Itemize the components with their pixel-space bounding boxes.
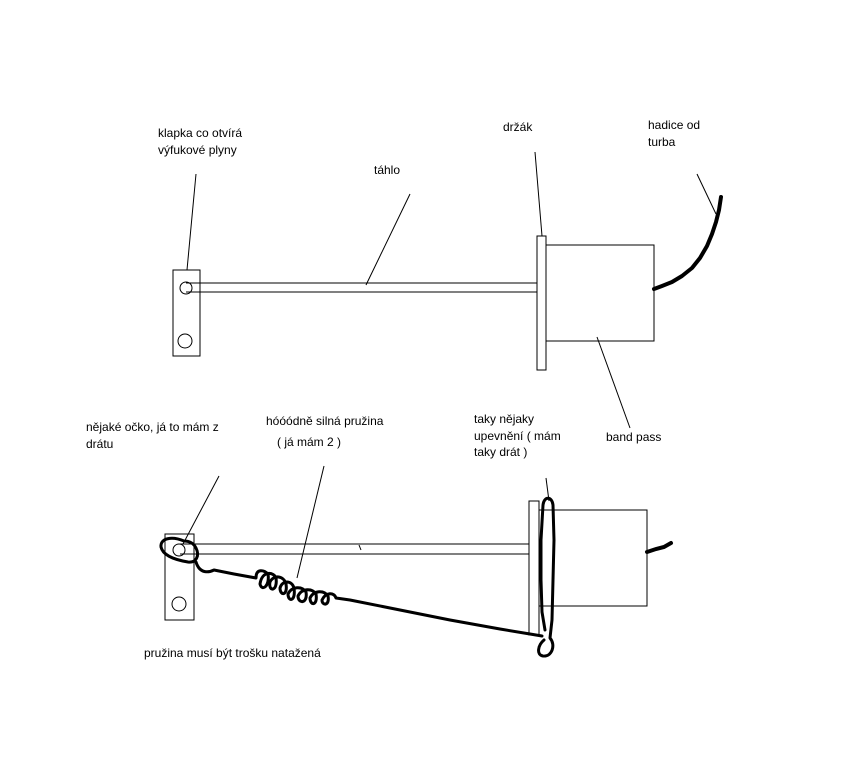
wire-mount [537,496,556,658]
flap-upper-hole [179,281,193,295]
label-eye-line1: nějaké očko, já to mám z [86,420,219,434]
label-holder: držák [503,120,533,134]
spring-wire [194,560,544,638]
top-assembly [172,235,655,371]
wire-eye [159,536,200,564]
turbo-hose [652,195,723,291]
flap-lower-hole-bottom [171,596,187,612]
label-rod: táhlo [374,163,401,177]
actuator-body-bottom [538,509,648,607]
label-flap-line1: klapka co otvírá [158,126,243,140]
holder-bracket [536,235,547,371]
flap-plate [172,269,201,357]
flap-lower-hole [177,333,193,349]
leader-band-pass [596,336,631,429]
label-band-pass: band pass [606,430,662,444]
label-spring-line2: ( já mám 2 ) [277,435,342,449]
leader-flap [186,173,197,271]
label-mount-line2: upevnění ( mám [474,429,561,443]
label-spring-tension: pružina musí být trošku natažená [144,646,321,660]
leader-spring [296,465,325,579]
flap-plate-bottom [164,533,195,621]
flap-upper-hole-bottom [172,543,186,557]
label-mount-line3: taky drát ) [474,445,528,459]
label-eye-line2: drátu [86,437,114,451]
leader-rod [365,193,411,286]
leader-holder [534,151,543,237]
label-mount-line1: taky nějaky [474,412,535,426]
label-spring-line1: hóóódně silná pružina [266,414,384,428]
leader-mount [545,477,550,502]
leader-eye [182,475,220,545]
leader-hose [696,173,717,215]
actuator-body [545,244,655,342]
label-flap-line2: výfukové plyny [158,143,237,157]
hose-stub-bottom [645,541,673,554]
rod-tick-mark [358,544,362,551]
bottom-assembly [164,500,648,636]
label-hose-line1: hadice od [648,118,701,132]
holder-bracket-bottom [528,500,540,636]
label-hose-line2: turba [648,135,676,149]
